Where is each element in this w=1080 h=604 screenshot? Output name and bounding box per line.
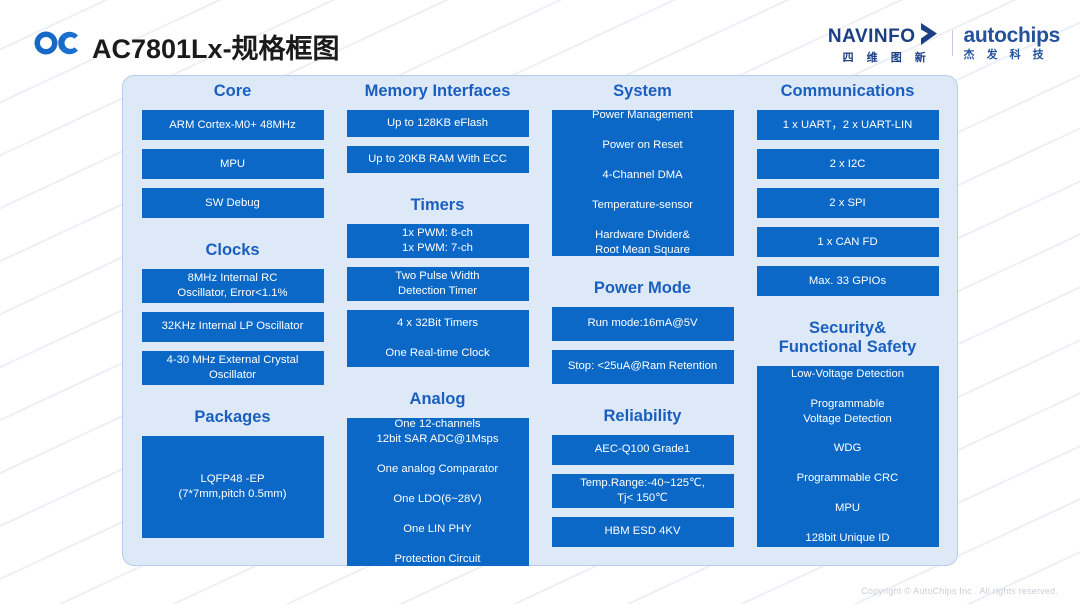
navinfo-logo: NAVINFO 四 维 图 新 (828, 22, 941, 64)
spec-line: 8MHz Internal RC (187, 272, 278, 285)
spec-box: AEC-Q100 Grade1 (551, 434, 734, 465)
spec-line: AEC-Q100 Grade1 (594, 443, 691, 456)
spec-line: SW Debug (205, 196, 260, 209)
spec-line: WDG (833, 442, 862, 455)
page-header: AC7801Lx-规格框图 NAVINFO 四 维 图 新 autochips … (0, 0, 1080, 75)
spec-box: 1 x CAN FD (756, 226, 939, 257)
spec-line: 1 x CAN FD (817, 235, 878, 248)
spec-box: HBM ESD 4KV (551, 516, 734, 547)
spec-box: 2 x I2C (756, 148, 939, 179)
spec-line: Temperature-sensor (591, 198, 694, 211)
spec-box: Up to 128KB eFlash (346, 109, 529, 137)
spec-box: 1x PWM: 8-ch 1x PWM: 7-ch (346, 223, 529, 258)
spec-box: 1 x UART，2 x UART-LIN (756, 109, 939, 140)
spec-box: 2 x SPI (756, 187, 939, 218)
spec-line: Two Pulse Width (395, 269, 480, 282)
autochips-chinese-name: 杰 发 科 技 (963, 49, 1049, 61)
section-title: System (613, 82, 672, 100)
spec-box: Temp.Range:-40~125℃, Tj< 150℃ (551, 473, 734, 508)
spec-line: 128bit Unique ID (805, 532, 890, 545)
spec-line: Low-Voltage Detection (790, 367, 905, 380)
spec-line: 1 x UART，2 x UART-LIN (782, 118, 913, 131)
column-memory-interfaces: Memory Interfaces Up to 128KB eFlash Up to… (335, 82, 540, 566)
spec-line: Hardware Divider&Root Mean Square (595, 228, 690, 256)
spec-line: Stop: <25uA@Ram Retention (567, 360, 718, 373)
section-title: Memory Interfaces (364, 82, 511, 100)
spec-box: Up to 20KB RAM With ECC (346, 145, 529, 173)
spec-line: Temp.Range:-40~125℃, (580, 477, 705, 489)
spec-box: Max. 33 GPIOs (756, 265, 939, 296)
spec-line: Run mode:16mA@5V (587, 317, 698, 330)
navinfo-chinese-name: 四 维 图 新 (842, 52, 931, 64)
autochips-wordmark: autochips (963, 24, 1061, 47)
spec-line: ARM Cortex-M0+ 48MHz (169, 118, 296, 131)
spec-box: LQFP48 -EP (7*7mm,pitch 0.5mm) (141, 435, 324, 538)
spec-line: HBM ESD 4KV (604, 525, 681, 538)
spec-line: (7*7mm,pitch 0.5mm) (178, 487, 287, 500)
spec-line: One analog Comparator (376, 462, 499, 475)
spec-box: ARM Cortex-M0+ 48MHz (141, 109, 324, 140)
section-title: Reliability (603, 406, 682, 425)
autochips-logo: autochips 杰 发 科 技 (963, 24, 1061, 61)
spec-line: 4-Channel DMA (602, 169, 683, 182)
spec-line: MPU (219, 157, 246, 170)
spec-line: Programmable CRC (796, 472, 899, 485)
spec-line: Oscillator, Error<1.1% (177, 286, 288, 299)
spec-line: Oscillator (208, 368, 257, 381)
section-title: Communications (780, 82, 915, 100)
spec-line: One Real-time Clock (385, 346, 490, 359)
spec-line: Up to 128KB eFlash (386, 116, 489, 129)
navinfo-wordmark: NAVINFO (827, 25, 916, 47)
spec-line: 2 x I2C (829, 157, 866, 170)
section-title: Timers (410, 195, 465, 214)
spec-box: 32KHz Internal LP Oscillator (141, 311, 324, 342)
logo-divider (951, 30, 953, 56)
spec-line: 4 x 32Bit Timers (397, 316, 478, 329)
spec-box: MPU (141, 148, 324, 179)
spec-line: Detection Timer (397, 284, 478, 297)
spec-line: Max. 33 GPIOs (808, 274, 887, 287)
spec-line: Tj< 150℃ (617, 491, 668, 504)
spec-line: LQFP48 -EP (200, 473, 265, 485)
spec-box: Stop: <25uA@Ram Retention (551, 349, 734, 384)
spec-line: 32KHz Internal LP Oscillator (161, 320, 304, 333)
spec-line: 2 x SPI (829, 196, 866, 209)
spec-line: Up to 20KB RAM With ECC (368, 152, 507, 165)
spec-line: One LDO(6~28V) (393, 492, 482, 505)
spec-line: One LIN PHY (403, 522, 472, 535)
page-title: AC7801Lx-规格框图 (92, 34, 340, 64)
section-title: Core (213, 82, 252, 100)
spec-line: Protection Circuit (394, 552, 481, 565)
copyright-text: Copyright © AutoChips Inc . All rights r… (861, 586, 1058, 596)
spec-line: Power on Reset (602, 139, 683, 152)
spec-line: MPU (834, 502, 861, 515)
spec-line: 1x PWM: 7-ch (402, 241, 473, 254)
section-title: Packages (194, 407, 271, 426)
spec-box: Run mode:16mA@5V (551, 306, 734, 341)
spec-line: 1x PWM: 8-ch (402, 226, 473, 239)
section-title: Security&Functional Safety (778, 318, 917, 356)
section-title: Power Mode (593, 278, 692, 297)
brand-logos: NAVINFO 四 维 图 新 autochips 杰 发 科 技 (828, 22, 1060, 64)
spec-line: Power Management (591, 109, 694, 122)
section-title: Analog (409, 389, 466, 408)
spec-line: 4-30 MHz External Crystal (166, 354, 299, 367)
spec-box: SW Debug (141, 187, 324, 218)
column-communications: Communications 1 x UART，2 x UART-LIN 2 x I… (745, 82, 950, 559)
section-title: Clocks (205, 240, 260, 259)
oc-logo-icon (33, 30, 81, 56)
chevron-right-icon (919, 22, 941, 50)
